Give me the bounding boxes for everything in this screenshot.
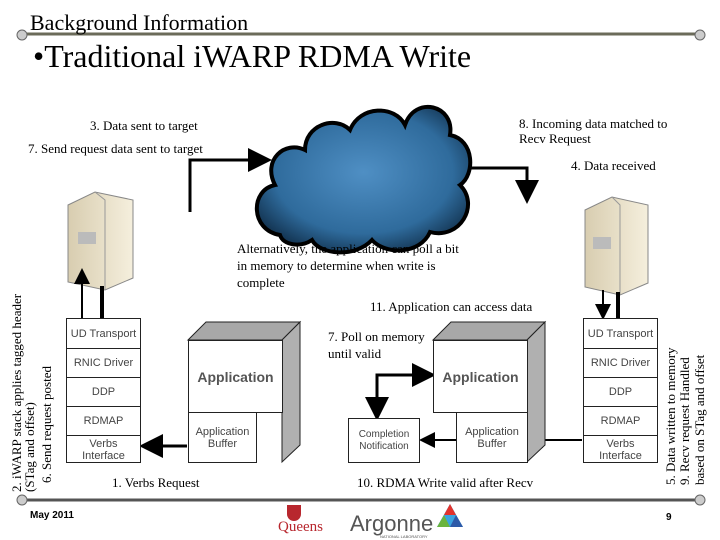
label-incoming-matched: 8. Incoming data matched to Recv Request: [519, 116, 668, 146]
label-send-posted: 6. Send request posted: [39, 366, 54, 483]
layer-rnic-driver: RNIC Driver: [584, 348, 657, 377]
application-label: Application: [197, 368, 274, 385]
left-application-box: Application: [188, 340, 283, 413]
argonne-triangle-icon: [437, 504, 463, 527]
label-recv-handled: 9. Recv request Handled: [677, 357, 692, 485]
layer-rdmap: RDMAP: [67, 406, 140, 435]
label-send-request: 7. Send request data sent to target: [28, 141, 203, 156]
label-rdma-valid: 10. RDMA Write valid after Recv: [357, 475, 534, 490]
footer-date: May 2011: [30, 510, 74, 521]
layer-verbs-interface: Verbs Interface: [67, 435, 140, 463]
left-application-buffer: Application Buffer: [188, 412, 257, 463]
layer-ddp: DDP: [67, 377, 140, 406]
layer-ddp: DDP: [584, 377, 657, 406]
argonne-subtext: NATIONAL LABORATORY: [380, 534, 428, 539]
layer-ud-transport: UD Transport: [587, 327, 654, 340]
server-left-icon: [67, 191, 134, 291]
layer-ud-transport: UD Transport: [70, 327, 137, 340]
label-based-on: based on STag and offset: [692, 354, 707, 485]
label-data-sent: 3. Data sent to target: [90, 118, 198, 133]
slide-title: •Traditional iWARP RDMA Write: [33, 38, 472, 74]
iwarp-stack-text: 2. iWARP stack applies tagged header (ST…: [9, 293, 37, 492]
server-right-icon: [584, 196, 649, 296]
completion-notification-box: Completion Notification: [348, 418, 420, 463]
label-verbs-request: 1. Verbs Request: [112, 475, 200, 490]
page-number: 9: [666, 512, 672, 523]
buffer-label: Application Buffer: [465, 425, 519, 450]
label-poll: 7. Poll on memory until valid: [328, 329, 425, 361]
left-protocol-stack: UD Transport RNIC Driver DDP RDMAP Verbs…: [66, 318, 141, 463]
right-protocol-stack: UD Transport RNIC Driver DDP RDMAP Verbs…: [583, 318, 658, 463]
rule-knob-right: [694, 29, 706, 41]
label-data-received: 4. Data received: [571, 158, 656, 173]
label-alternatively: Alternatively, the application can poll …: [237, 241, 459, 290]
layer-rdmap: RDMAP: [584, 406, 657, 435]
label-app-access: 11. Application can access data: [370, 299, 533, 314]
layer-verbs-interface: Verbs Interface: [584, 435, 657, 463]
application-label: Application: [442, 368, 519, 385]
rule-knob-left: [16, 29, 28, 41]
right-application-3d-box: [431, 320, 547, 464]
right-application-buffer: Application Buffer: [456, 412, 528, 463]
buffer-label: Application Buffer: [195, 425, 250, 450]
layer-rnic-driver: RNIC Driver: [67, 348, 140, 377]
label-data-written: 5. Data written to memory: [663, 347, 678, 485]
section-title: Background Information: [30, 10, 249, 35]
label-iwarp-stack: 2. iWARP stack applies tagged header (ST…: [9, 287, 37, 492]
queens-text: Queens: [278, 519, 323, 535]
argonne-text: Argonne: [350, 511, 434, 536]
network-cloud-icon: [254, 105, 473, 255]
completion-label: Completion Notification: [358, 428, 410, 452]
right-application-box: Application: [433, 340, 528, 413]
